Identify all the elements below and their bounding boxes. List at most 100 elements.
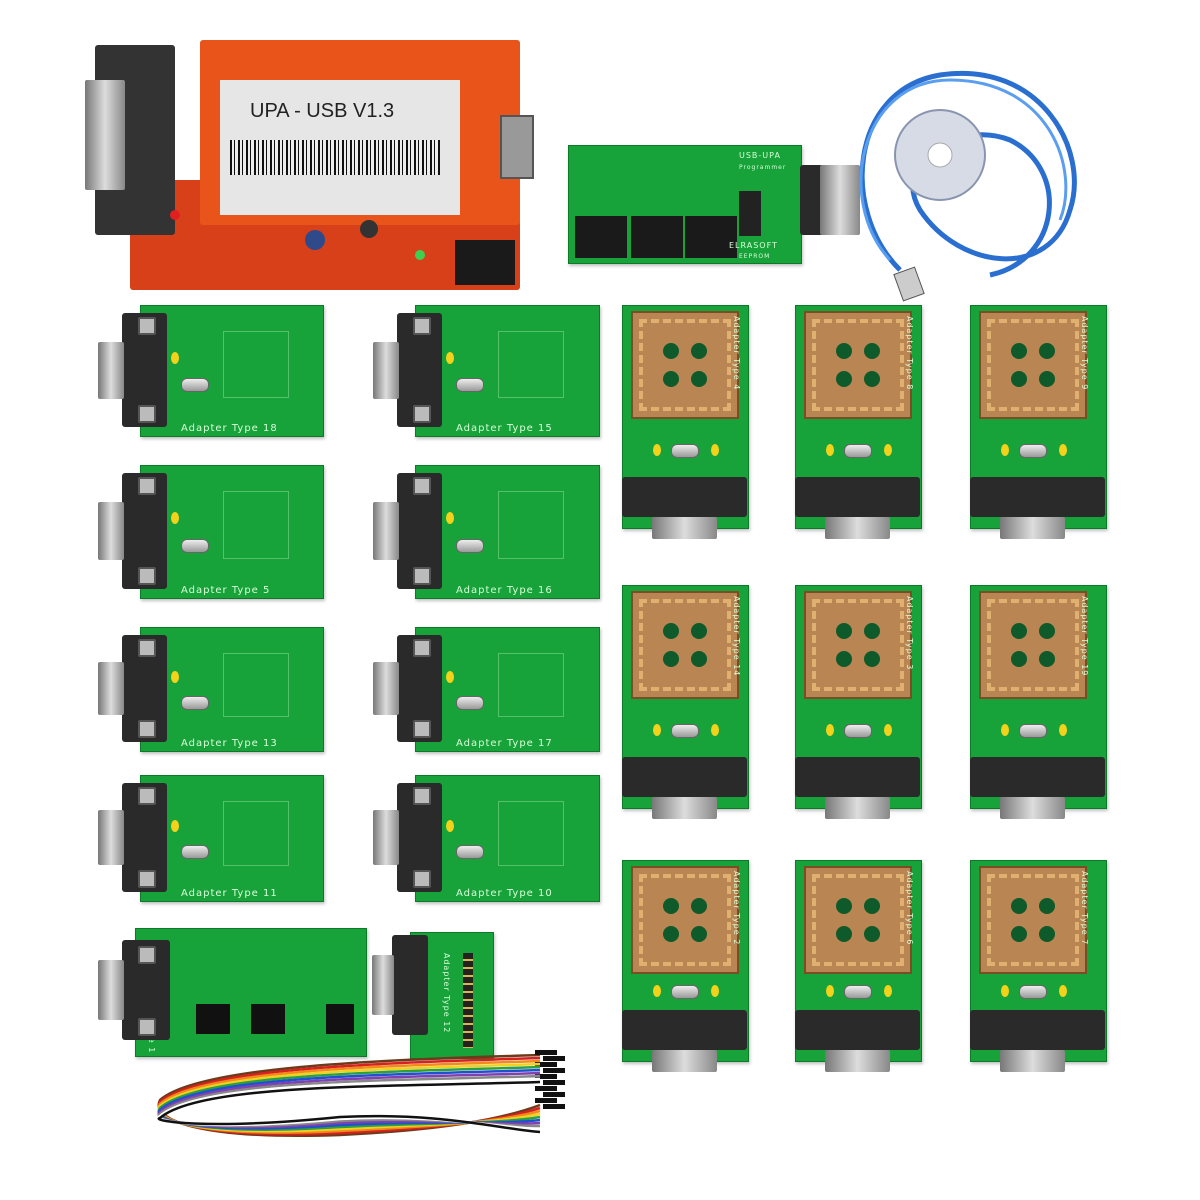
adapter-label: Adapter Type 14 bbox=[732, 596, 741, 677]
dupont-connector bbox=[535, 1086, 557, 1091]
adapter-label: Adapter Type 12 bbox=[442, 953, 451, 1034]
dupont-connector bbox=[535, 1074, 557, 1079]
crystal bbox=[456, 844, 484, 859]
capacitor bbox=[171, 671, 179, 684]
small-adapter-board: Adapter Type 18 bbox=[140, 305, 324, 437]
screw bbox=[138, 787, 156, 805]
crystal bbox=[456, 695, 484, 710]
dupont-connector bbox=[543, 1104, 565, 1109]
screw bbox=[138, 567, 156, 585]
upa-usb-main-board: UPA - USB V1.3 bbox=[85, 40, 534, 290]
plcc-socket bbox=[631, 866, 739, 974]
connector-shell bbox=[825, 517, 890, 539]
screw bbox=[413, 870, 431, 888]
socket-pins bbox=[987, 874, 1079, 966]
capacitor bbox=[171, 512, 179, 525]
db9-connector bbox=[98, 313, 167, 427]
db9-connector bbox=[98, 635, 167, 742]
capacitor bbox=[884, 443, 892, 456]
screw bbox=[413, 405, 431, 423]
socket-hole bbox=[1011, 371, 1027, 387]
socket-hole bbox=[691, 623, 707, 639]
socket-hole bbox=[691, 343, 707, 359]
connector-shell bbox=[98, 341, 124, 399]
connector-shell bbox=[373, 810, 399, 865]
socket-hole bbox=[1039, 371, 1055, 387]
pcb-trace bbox=[498, 331, 565, 398]
small-adapter-board: Adapter Type 15 bbox=[415, 305, 600, 437]
socket-hole bbox=[1039, 343, 1055, 359]
adapter-label: Adapter Type 15 bbox=[456, 423, 553, 434]
adapter-label: Adapter Type 4 bbox=[732, 316, 741, 391]
socket-hole bbox=[691, 898, 707, 914]
capacitor bbox=[826, 723, 834, 736]
socket-pins bbox=[639, 599, 731, 691]
screw bbox=[413, 639, 431, 657]
socket-hole bbox=[836, 623, 852, 639]
connector-shell bbox=[825, 1050, 890, 1072]
socket-hole bbox=[1011, 898, 1027, 914]
socket-pins bbox=[987, 599, 1079, 691]
connector-shell bbox=[98, 502, 124, 560]
pcb-trace bbox=[498, 491, 565, 559]
crystal bbox=[456, 538, 484, 553]
connector-shell bbox=[98, 661, 124, 716]
adapter-label: Adapter Type 7 bbox=[1080, 871, 1089, 946]
socket-hole bbox=[663, 926, 679, 942]
db9-connector bbox=[622, 1010, 747, 1072]
socket-hole bbox=[1011, 651, 1027, 667]
dupont-connector bbox=[535, 1050, 557, 1055]
plcc-socket bbox=[631, 591, 739, 699]
adapter-label: Adapter Type 6 bbox=[905, 871, 914, 946]
db9-connector bbox=[373, 473, 442, 589]
dip-socket bbox=[196, 1004, 230, 1034]
capacitor bbox=[305, 230, 325, 250]
capacitor bbox=[1059, 443, 1067, 456]
barcode bbox=[230, 140, 440, 175]
crystal bbox=[671, 443, 699, 458]
socket-hole bbox=[864, 898, 880, 914]
db25-connector bbox=[85, 45, 175, 235]
socket-pins bbox=[812, 319, 904, 411]
capacitor bbox=[360, 220, 378, 238]
crystal bbox=[456, 377, 484, 392]
screw bbox=[138, 870, 156, 888]
adapter-label: Adapter Type 5 bbox=[181, 585, 271, 596]
adapter-label: Adapter Type 9 bbox=[1080, 316, 1089, 391]
programmer-brand: ELRASOFT bbox=[729, 241, 778, 250]
socket-hole bbox=[1011, 926, 1027, 942]
usb-cable bbox=[859, 78, 1068, 262]
db9-connector bbox=[373, 635, 442, 742]
socket-hole bbox=[663, 898, 679, 914]
crystal bbox=[844, 723, 872, 738]
dip-socket bbox=[326, 1004, 354, 1034]
adapter-label: Adapter Type 19 bbox=[1080, 596, 1089, 677]
screw bbox=[138, 317, 156, 335]
screw bbox=[138, 405, 156, 423]
capacitor bbox=[1001, 985, 1009, 997]
socket-hole bbox=[1039, 623, 1055, 639]
socket bbox=[685, 216, 737, 258]
plcc-socket bbox=[979, 866, 1087, 974]
small-adapter-board: Adapter Type 16 bbox=[415, 465, 600, 599]
db9-connector bbox=[98, 783, 167, 892]
screw bbox=[413, 720, 431, 738]
adapter-label: Adapter Type 10 bbox=[456, 888, 553, 899]
pin-header bbox=[463, 953, 473, 1048]
connector-shell bbox=[1000, 517, 1065, 539]
connector-shell bbox=[652, 797, 717, 819]
connector-shell bbox=[1000, 797, 1065, 819]
socket-hole bbox=[864, 926, 880, 942]
db9-connector bbox=[373, 313, 442, 427]
screw bbox=[138, 639, 156, 657]
capacitor bbox=[446, 512, 454, 525]
small-adapter-board: Adapter Type 10 bbox=[415, 775, 600, 902]
socket-hole bbox=[836, 343, 852, 359]
capacitor bbox=[1059, 985, 1067, 997]
db9-connector bbox=[970, 1010, 1105, 1072]
crystal bbox=[1019, 985, 1047, 999]
capacitor bbox=[446, 351, 454, 364]
dupont-connector bbox=[543, 1068, 565, 1073]
socket-hole bbox=[836, 898, 852, 914]
